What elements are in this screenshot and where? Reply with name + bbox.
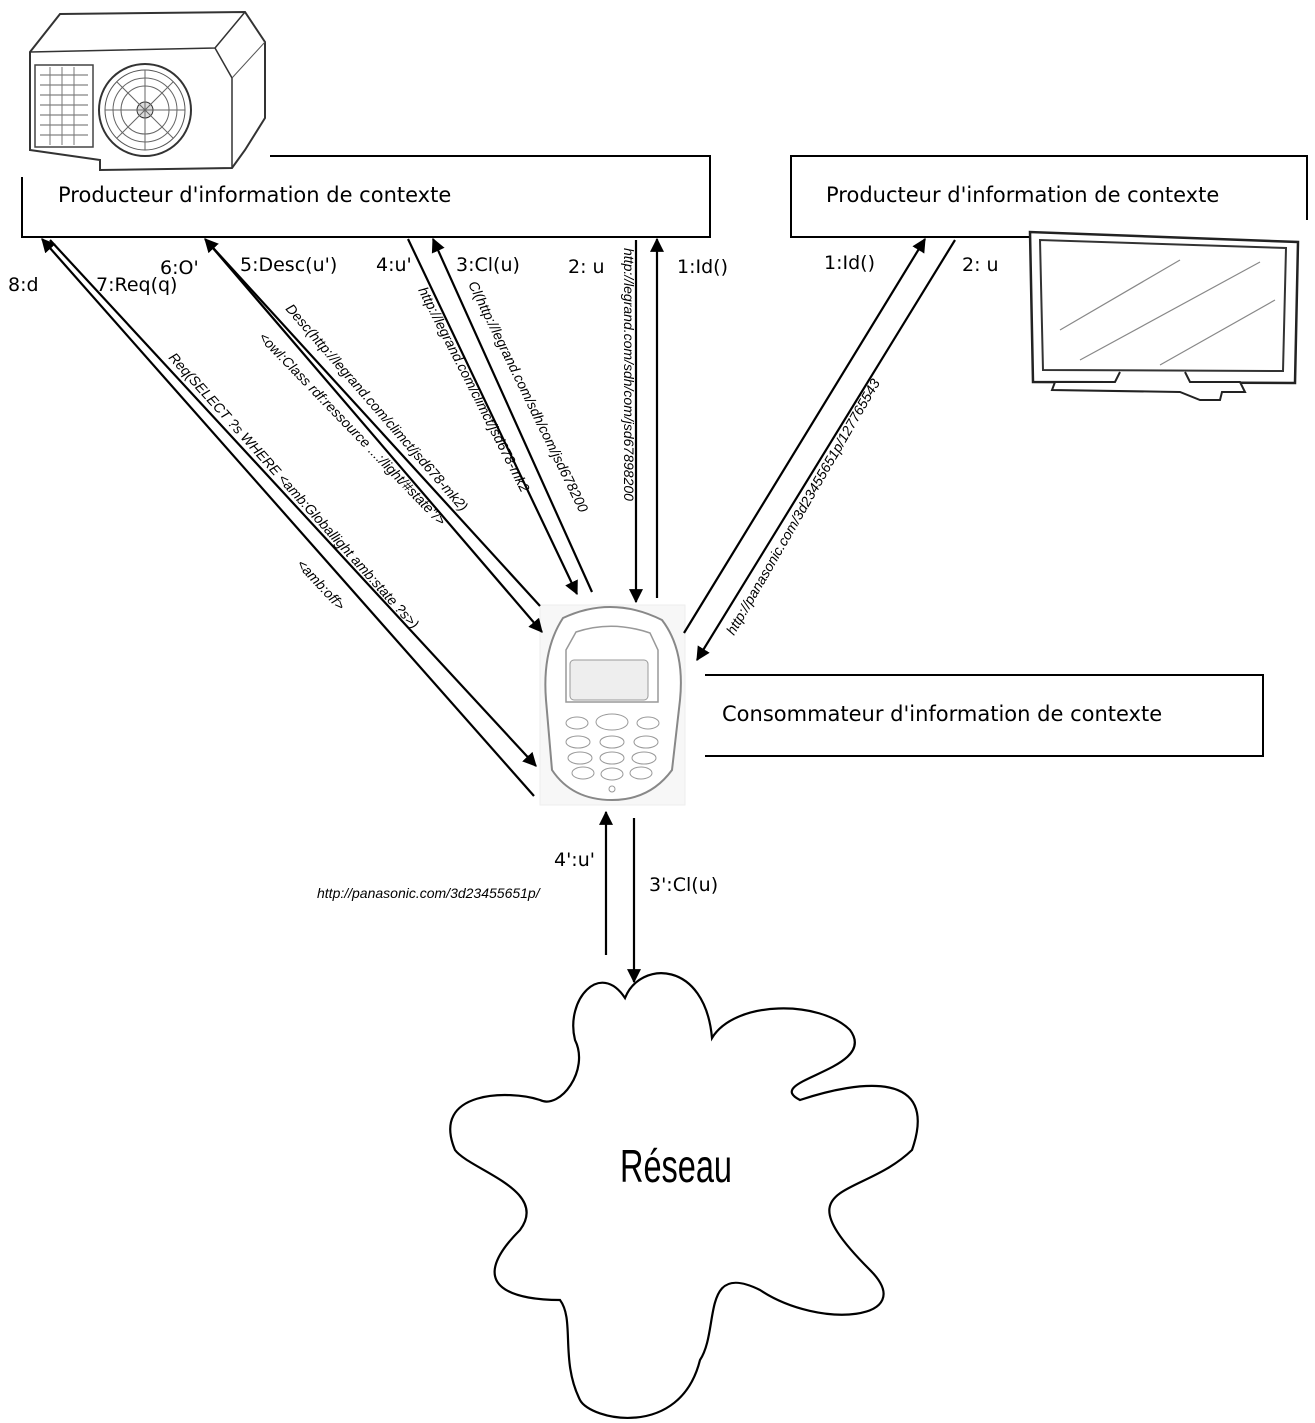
arrows-right bbox=[683, 238, 956, 661]
step-label-2: 2: u bbox=[568, 256, 605, 278]
consumer-label: Consommateur d'information de contexte bbox=[722, 702, 1162, 726]
step-label-right-1: 1:Id() bbox=[824, 252, 875, 274]
step-label-6: 6:O' bbox=[160, 257, 199, 279]
consumer-box bbox=[705, 674, 1264, 757]
tv-screen-icon bbox=[1028, 230, 1300, 401]
sdh-url-text: http://legrand.com/sdh/com/jsd67898200 bbox=[621, 248, 637, 501]
producer-label-right: Producteur d'information de contexte bbox=[826, 183, 1219, 207]
step-label-5: 5:Desc(u') bbox=[240, 254, 337, 276]
step-label-8: 8:d bbox=[8, 274, 39, 296]
arrows-network bbox=[599, 810, 641, 984]
req-query-text: Req(SELECT ?s WHERE <amb:Globallight amb… bbox=[166, 349, 423, 631]
step-label-4-prime: 4':u' bbox=[554, 849, 595, 871]
mobile-phone-icon bbox=[539, 604, 686, 806]
network-label: Réseau bbox=[620, 1140, 732, 1192]
step-label-3-prime: 3':Cl(u) bbox=[649, 874, 718, 896]
arrows-left bbox=[41, 237, 664, 797]
producer-label-left: Producteur d'information de contexte bbox=[58, 183, 451, 207]
network-cloud bbox=[449, 972, 919, 1419]
step-label-3: 3:Cl(u) bbox=[456, 254, 520, 276]
step-label-1: 1:Id() bbox=[677, 256, 728, 278]
producer-box-left bbox=[21, 155, 711, 238]
producer-box-right bbox=[790, 155, 1308, 238]
amb-off-text: <amb:off> bbox=[294, 556, 349, 613]
panasonic-long-url-text: http://panasonic.com/3d23455651p/1277655… bbox=[723, 376, 883, 638]
panasonic-url-label: http://panasonic.com/3d23455651p/ bbox=[317, 885, 542, 901]
owl-class-text: <owl:Class rdf:ressource ...:/light/#sta… bbox=[256, 329, 449, 528]
step-label-7: 7:Req(q) bbox=[96, 274, 177, 296]
air-conditioner-icon bbox=[29, 10, 266, 172]
step-label-4: 4:u' bbox=[376, 254, 412, 276]
step-label-right-2: 2: u bbox=[962, 254, 999, 276]
